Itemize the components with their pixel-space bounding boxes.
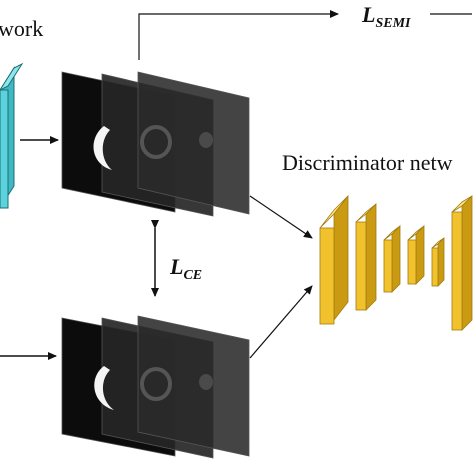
segmentation-network-block: [0, 62, 24, 209]
label-map-stack: [0, 315, 250, 459]
arrow-prediction-to-discriminator: [249, 195, 313, 239]
map-layer-back: [137, 315, 250, 457]
dot-shape: [199, 374, 213, 390]
network-label: work: [0, 16, 43, 41]
dot-shape: [199, 132, 213, 148]
crescent-shape: [93, 126, 112, 170]
ring-shape: [140, 367, 172, 401]
loss-ce-label: LCE: [169, 254, 202, 283]
crescent-shape: [94, 366, 114, 410]
arrow-semi-loss: [138, 10, 339, 60]
ring-shape: [140, 125, 172, 159]
discriminator-label: Discriminator netw: [282, 150, 453, 175]
arrow-label-to-discriminator: [249, 285, 313, 359]
loss-semi-label: LSEMI: [361, 2, 411, 31]
prediction-map-stack: [61, 71, 250, 217]
map-layer-back: [137, 71, 250, 215]
discriminator-network: [319, 194, 473, 331]
